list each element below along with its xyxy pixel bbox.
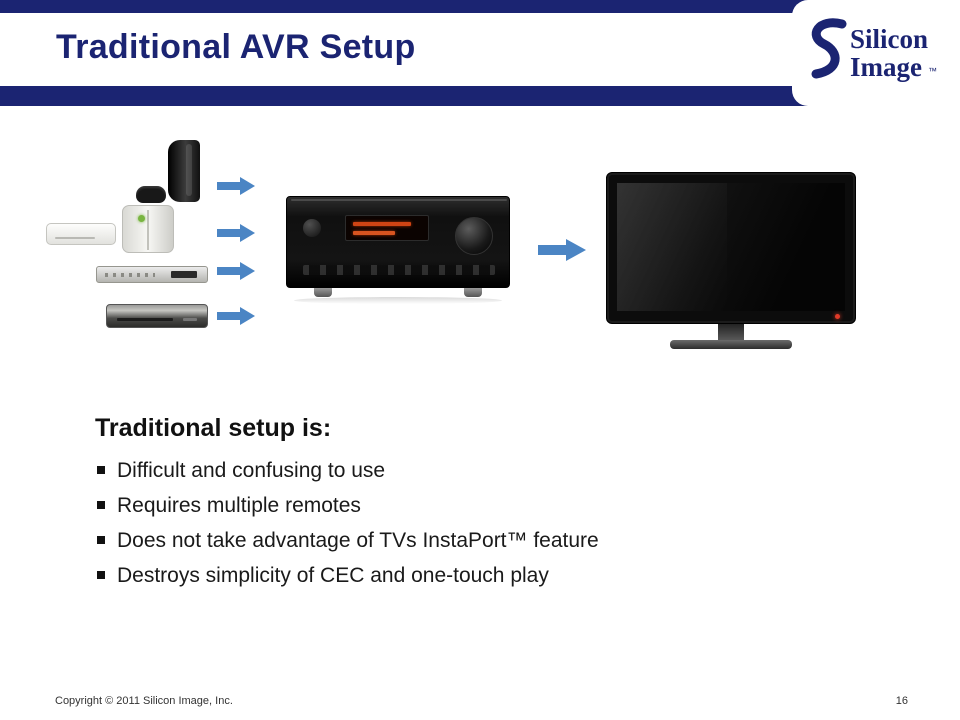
logo-text-line1: Silicon [850,24,928,54]
section-heading: Traditional setup is: [95,414,332,442]
arrow-right-icon [538,239,586,261]
tv-stand-neck [718,324,744,340]
avr-top-edge [291,199,507,201]
arrow-right-icon [217,177,255,195]
arrow-right-icon [217,224,255,242]
logo-trademark: ™ [928,66,937,76]
avr-input-knob [303,219,321,237]
avr-volume-knob [455,217,493,255]
dvd-tray [117,318,173,321]
avr-button-row [303,265,495,275]
cable-box-buttons [105,273,155,277]
bullet-list: Difficult and confusing to use Requires … [95,459,815,587]
bullet-text: Requires multiple remotes [117,494,361,518]
avr-receiver-icon [286,196,510,304]
avr-shadow [294,297,502,304]
footer-copyright: Copyright © 2011 Silicon Image, Inc. [55,695,233,707]
page-number: 16 [895,695,908,707]
logo-box: Silicon Image ™ [792,0,960,106]
avr-foot [464,288,482,297]
settop-slot [55,237,95,239]
xbox-console-icon [122,205,174,253]
bullet-square-icon [97,466,105,474]
ps3-gloss [186,144,192,196]
xbox-seam [147,210,149,250]
game-controller-icon [136,186,166,203]
avr-body [286,196,510,288]
avr-display [345,215,429,241]
tv-power-led [835,314,840,319]
logo-text-line2: Image [850,52,922,82]
tv-screen-gloss [617,183,727,311]
page-title: Traditional AVR Setup [56,28,416,66]
cable-box-display [171,271,197,278]
header-band: Silicon Image ™ Traditional AVR Setup [0,0,960,106]
bullet-square-icon [97,536,105,545]
xbox-power-light [138,215,145,222]
bullet-item: Requires multiple remotes [95,494,815,517]
text-block: Traditional setup is: Difficult and conf… [95,414,815,599]
bullet-item: Destroys simplicity of CEC and one-touch… [95,564,815,587]
settop-box-icon [46,223,116,245]
tv-icon [606,172,856,354]
tv-screen [617,183,845,311]
bullet-text: Does not take advantage of TVs InstaPort… [117,529,599,553]
ps3-body [168,140,200,202]
bullet-square-icon [97,501,105,510]
avr-foot [314,288,332,297]
bullet-text: Difficult and confusing to use [117,459,386,482]
logo-s-mark [811,18,847,79]
silicon-image-logo: Silicon Image ™ [811,18,937,82]
tv-stand-base [670,340,792,349]
bullet-item: Difficult and confusing to use [95,459,815,482]
bullet-square-icon [97,571,105,580]
dvd-player-icon [106,304,208,328]
dvd-button [183,318,197,321]
cable-box-icon [96,266,208,283]
ps3-console-icon [136,140,208,206]
bullet-text: Destroys simplicity of CEC and one-touch… [117,564,549,588]
arrow-right-icon [217,262,255,280]
arrow-right-icon [217,307,255,325]
bullet-item: Does not take advantage of TVs InstaPort… [95,529,815,552]
